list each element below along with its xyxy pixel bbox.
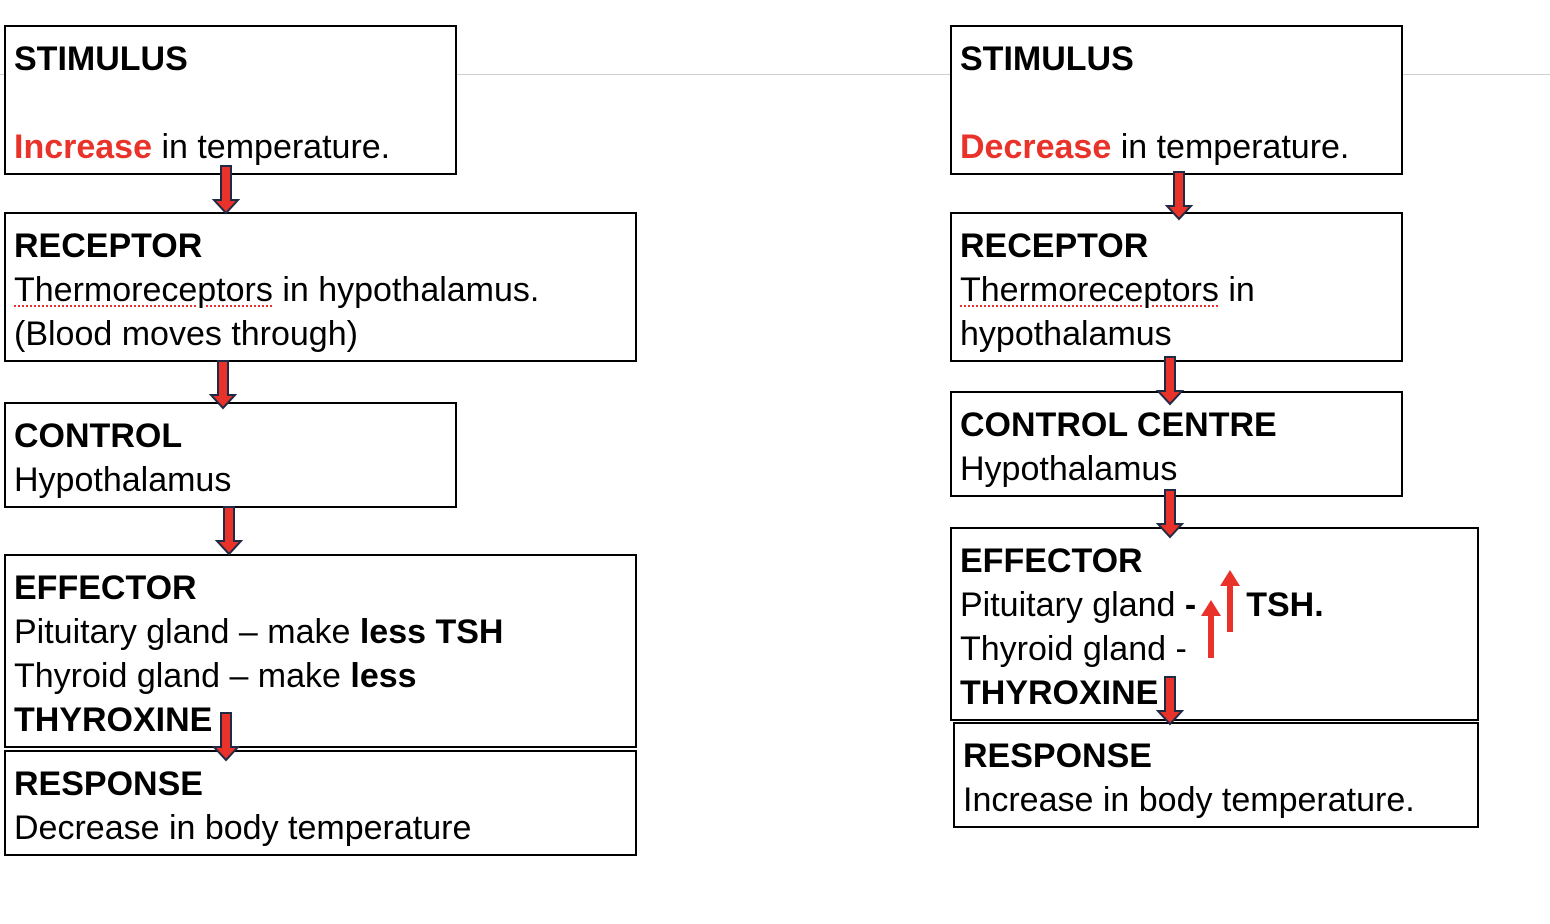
left-stimulus-text-line: Increase in temperature. xyxy=(14,125,455,169)
increase-arrow-icon xyxy=(1201,600,1221,658)
left-control-title: CONTROL xyxy=(14,417,183,455)
right-stimulus-text: in temperature. xyxy=(1111,128,1350,166)
left-receptor-title: RECEPTOR xyxy=(14,227,203,265)
left-effector-box: EFFECTOR Pituitary gland – make less TSH… xyxy=(4,554,637,748)
left-control-text: Hypothalamus xyxy=(14,461,232,499)
right-stimulus-title: STIMULUS xyxy=(960,40,1134,78)
left-response-box: RESPONSE Decrease in body temperature xyxy=(4,750,637,856)
right-effector-box: EFFECTOR Pituitary gland - TSH. Thyroid g… xyxy=(950,527,1479,721)
down-arrow-icon xyxy=(211,165,241,215)
right-stimulus-box: STIMULUS Decrease in temperature. xyxy=(950,25,1403,175)
down-arrow-icon xyxy=(1155,489,1185,539)
down-arrow-icon xyxy=(1155,356,1185,406)
left-stimulus-title: STIMULUS xyxy=(14,40,188,78)
right-effector-line2: Thyroid gland - xyxy=(960,630,1187,668)
down-arrow-icon xyxy=(211,712,241,762)
right-receptor-line1-rest: in xyxy=(1218,271,1255,309)
right-receptor-term: Thermoreceptors xyxy=(960,271,1219,309)
left-stimulus-box: STIMULUS Increase in temperature. xyxy=(4,25,457,175)
left-receptor-line2: (Blood moves through) xyxy=(14,315,358,353)
down-arrow-icon xyxy=(214,506,244,556)
right-receptor-line1: Thermoreceptors in xyxy=(960,268,1401,312)
left-effector-title: EFFECTOR xyxy=(14,569,197,607)
right-response-box: RESPONSE Increase in body temperature. xyxy=(953,722,1479,828)
right-control-title: CONTROL CENTRE xyxy=(960,406,1277,444)
right-stimulus-text-line: Decrease in temperature. xyxy=(960,125,1401,169)
left-effector-line2: Thyroid gland – make less xyxy=(14,654,635,698)
left-receptor-term: Thermoreceptors xyxy=(14,271,273,309)
right-receptor-title: RECEPTOR xyxy=(960,227,1149,265)
right-effector-line1-dash: - xyxy=(1184,586,1197,624)
right-control-box: CONTROL CENTRE Hypothalamus xyxy=(950,391,1403,497)
right-effector-title: EFFECTOR xyxy=(960,542,1143,580)
divider-line xyxy=(0,74,1550,75)
left-effector-line1-pre: Pituitary gland – make xyxy=(14,613,360,651)
right-response-title: RESPONSE xyxy=(963,737,1152,775)
left-response-title: RESPONSE xyxy=(14,765,203,803)
left-stimulus-text: in temperature. xyxy=(152,128,391,166)
left-receptor-line1: Thermoreceptors in hypothalamus. xyxy=(14,268,635,312)
down-arrow-icon xyxy=(208,360,238,410)
left-effector-line2-bold: less xyxy=(350,657,417,695)
right-response-text: Increase in body temperature. xyxy=(963,781,1415,819)
right-effector-line1-bold: TSH. xyxy=(1246,586,1324,624)
right-effector-line1-pre: Pituitary gland xyxy=(960,586,1185,624)
down-arrow-icon xyxy=(1164,171,1194,221)
left-effector-line2-pre: Thyroid gland – make xyxy=(14,657,351,695)
right-stimulus-emphasis: Decrease xyxy=(960,128,1112,166)
right-receptor-line2: hypothalamus xyxy=(960,315,1172,353)
left-effector-line1: Pituitary gland – make less TSH xyxy=(14,610,635,654)
left-control-box: CONTROL Hypothalamus xyxy=(4,402,457,508)
left-receptor-line1-rest: in hypothalamus. xyxy=(272,271,540,309)
right-receptor-box: RECEPTOR Thermoreceptors in hypothalamus xyxy=(950,212,1403,362)
down-arrow-icon xyxy=(1155,676,1185,726)
left-stimulus-emphasis: Increase xyxy=(14,128,152,166)
right-control-text: Hypothalamus xyxy=(960,450,1178,488)
left-receptor-box: RECEPTOR Thermoreceptors in hypothalamus… xyxy=(4,212,637,362)
left-effector-line3: THYROXINE xyxy=(14,701,213,739)
left-effector-line1-bold: less TSH xyxy=(359,613,504,651)
increase-arrow-icon xyxy=(1220,570,1240,632)
right-effector-line3: THYROXINE xyxy=(960,674,1159,712)
left-response-text: Decrease in body temperature xyxy=(14,809,472,847)
right-effector-line1: Pituitary gland - TSH. xyxy=(960,583,1477,627)
